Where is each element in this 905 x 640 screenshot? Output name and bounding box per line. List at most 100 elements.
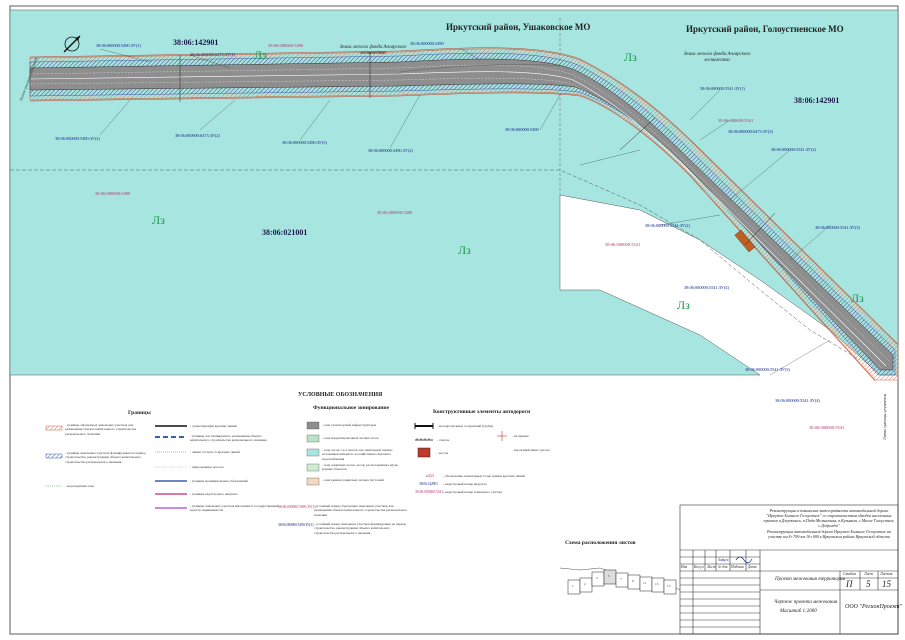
right-side-note: Линия границы улучшения [882, 393, 887, 440]
culvert-3 [619, 117, 656, 151]
zone-label: Лз [458, 243, 471, 257]
legend-item: - границы кадастрового квартала [190, 492, 238, 496]
lane-line-1 [29, 64, 891, 363]
col-kol: Кол.уч [694, 565, 704, 569]
region-label-goloustnenskoe: Иркутский район, Голоустненское МО [686, 24, 844, 34]
parcel-label: 38:06:000000:5541:ЗУ(4) [775, 398, 820, 403]
legend-item: - условный номер образуемых земельных уч… [314, 504, 408, 517]
legend-item: - зона корректировочных лесных лесов [322, 436, 379, 440]
parcel-label: 38:06:000000:5541:ЗУ(3) [745, 367, 790, 372]
leader-lines [99, 47, 831, 376]
parcel-label: 38:06:000000:5490:ЗУ(3) [282, 140, 327, 145]
region-label-ushakovskoe: Иркутский район, Ушаковское МО [446, 22, 591, 32]
parcel-label: 38:06:000000:5490:ЗУ(2) [368, 148, 413, 153]
col-doc: № док [718, 565, 728, 569]
sheet-value: 5 [866, 579, 871, 589]
title-block-frame [679, 504, 899, 635]
col-list: Лист [707, 565, 716, 569]
legend-item: - зона защитных лесов, лесов, расположен… [322, 463, 398, 472]
parcel-label: 38:06:000000:5541 [605, 242, 641, 247]
legend-item: - обозначение характерных точек границ к… [443, 474, 525, 478]
sheet-head: Лист [864, 572, 873, 576]
parcel-label: 38:06:000000:5541 [718, 118, 754, 123]
legend-item: - водоохранная зона [65, 484, 94, 488]
scheme-num: 5 [608, 574, 610, 578]
cadastral-block-3: 38:06:021001 [262, 228, 308, 237]
cadastral-block-1: 38:06:142901 [173, 38, 219, 47]
legend-code: 38:06:000000:5541 [415, 490, 444, 494]
red-line-bottom [29, 92, 876, 382]
company-name: ООО "РегионПроект" [845, 604, 903, 610]
legend-item: - проектный пикет трассы [512, 448, 550, 452]
sheets-value: 15 [882, 579, 891, 589]
parcel-label: 38:06:000000:5541:ЗУ(1) [700, 86, 745, 91]
scheme-num: 13 [655, 582, 659, 586]
road-body [29, 58, 894, 371]
scheme-num: 7 [620, 577, 622, 581]
legend-item: - границы земельных участков внесенных в… [190, 504, 279, 513]
legend-title: УСЛОВНЫЕ ОБОЗНАЧЕНИЯ [298, 392, 383, 398]
legend-symbols [45, 421, 507, 509]
parcel-label: 38:06:000000:6473:ЗУ(3) [728, 129, 773, 134]
stage-head: Стадия [843, 572, 856, 576]
cadastral-block-2: 38:06:142901 [794, 96, 840, 105]
drawing-scale: Масштаб 1:2000 [780, 609, 817, 614]
legend-item: - мосты [437, 451, 449, 455]
parcel-label: 38:06:000000:5541:ЗУ(4) [684, 285, 729, 290]
zone-label: Лз [152, 213, 165, 227]
parcel-label: 38:06:000000:5490:ЗУ(1) [96, 43, 141, 48]
parcel-label: 38:06:000000:5490 [410, 41, 444, 46]
parcel-label: 38:06:000000:5541:ЗУ(2) [645, 223, 690, 228]
parcel-label: 38:06:000000:5490 [377, 210, 413, 215]
legend-code: 38:06:000000:5490:ЗУ(1) [278, 523, 314, 527]
legend-construct-head: Конструктивные элементы автодороги [433, 409, 531, 415]
legend-item: - линии отступа от красных линий [190, 450, 240, 454]
legend-item: - откосы [437, 438, 450, 442]
stage-value: П [846, 579, 853, 589]
legend-item: - границы образуемых земельных участков … [65, 423, 137, 436]
forest-zone-label: Земли лесного фонда Ангарского лесничест… [683, 52, 751, 63]
parcel-label: 38:06:000000:5490:ЗУ(2) [55, 136, 100, 141]
legend-item: - зона ценных защитных лесных пустошей [322, 478, 384, 482]
legend-item: - на правых [512, 434, 529, 438]
scheme-num: 15 [667, 584, 671, 588]
scheme-num: 2 [584, 582, 586, 586]
scheme-num: 9 [632, 579, 634, 583]
parcel-label: 38:06:000000:5541:ЗУ(2) [771, 147, 816, 152]
signature-name: Зайцев [718, 558, 729, 562]
legend-code: 38:06:142901 [419, 482, 438, 486]
legend-item: - границы земельных участков формируемых… [65, 451, 146, 464]
signature-mark [735, 556, 753, 564]
project-subtitle: Реконструкция автомобильной дороги Иркут… [767, 529, 891, 539]
red-line-top [29, 47, 899, 345]
legend-item: - зона лесов 1 и 2 поясов зон санитарной… [322, 448, 393, 461]
sheet-title: Проект межевания территории [775, 577, 846, 582]
parcel-label: 38:06:000000:5490 [505, 127, 539, 132]
zone-label: Лз [254, 48, 267, 62]
parcel-label: 38:06:000000:6473:ЗУ(1) [190, 52, 235, 57]
legend-item: - границы зон планируемого размещения об… [190, 434, 267, 443]
zone-label: Лз [624, 50, 637, 64]
zone-label: Лз [851, 291, 864, 305]
col-date: Дата [748, 565, 757, 569]
scheme-num: 11 [643, 581, 647, 585]
old-road [399, 64, 561, 73]
legend-item: - придорожные полосы [190, 465, 224, 469]
col-izm: Изм [681, 565, 688, 569]
scheme-num: 3 [596, 576, 598, 580]
zone-label: Лз [677, 298, 690, 312]
parcel-label: 38:06:000000:5490 [268, 43, 304, 48]
sheet-scheme-title: Схема расположения листов [565, 540, 636, 546]
drawing-name: Чертеж проекта межевания [774, 600, 838, 605]
legend-item: - границы муниципальных образований [190, 479, 248, 483]
legend-code: 38:06:000000:5490:ЗУ(1) [278, 505, 316, 509]
project-name: Реконструкция и повышение категорийности… [763, 508, 895, 528]
parcel-label: 38:06:000000:5541 [809, 425, 845, 430]
legend-item: - кадастровый номер квартала [443, 482, 487, 486]
legend-item: - существующие красные линии [190, 424, 237, 428]
legend-item: - кадастровый номер земельного участка [443, 490, 502, 494]
legend-functional-head: Функциональное зонирование [313, 405, 390, 411]
legend-code: н3(2) [426, 474, 434, 478]
parcel-label: 38:06:000000:5541:ЗУ(3) [815, 225, 860, 230]
